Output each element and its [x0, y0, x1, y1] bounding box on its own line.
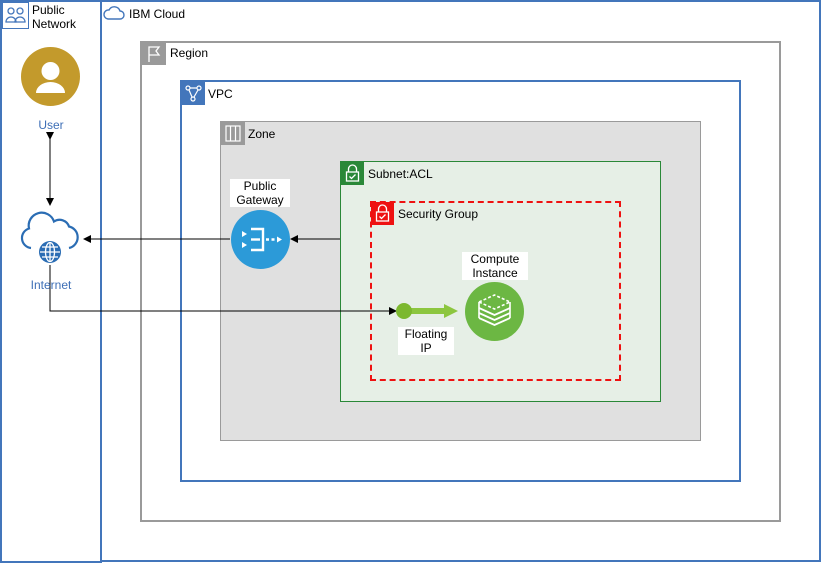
public-gateway-icon: [231, 210, 290, 269]
public-network-label: Public Network: [32, 3, 77, 31]
zone-icon: [221, 122, 245, 145]
internet-label: Internet: [30, 278, 72, 292]
user-icon: [21, 47, 80, 106]
floating-ip-icon: [396, 301, 461, 321]
security-group-label: Security Group: [398, 207, 479, 221]
cloud-icon: [102, 2, 126, 26]
subnet-label: Subnet:ACL: [368, 167, 433, 181]
lock-icon: [341, 162, 364, 185]
flag-icon: [142, 43, 166, 65]
compute-instance-icon: [465, 282, 524, 341]
ibm-cloud-label: IBM Cloud: [129, 7, 186, 21]
region-label: Region: [170, 46, 209, 60]
public-gateway-label: Public Gateway: [230, 179, 290, 207]
compute-instance-label: Compute Instance: [462, 252, 528, 280]
vpc-label: VPC: [208, 87, 233, 101]
zone-label: Zone: [248, 127, 276, 141]
vpc-icon: [182, 82, 205, 105]
floating-ip-label: Floating IP: [398, 327, 454, 355]
internet-icon: [19, 206, 81, 266]
user-label: User: [38, 118, 64, 132]
security-lock-icon: [371, 202, 394, 225]
public-network-icon: [2, 2, 29, 29]
